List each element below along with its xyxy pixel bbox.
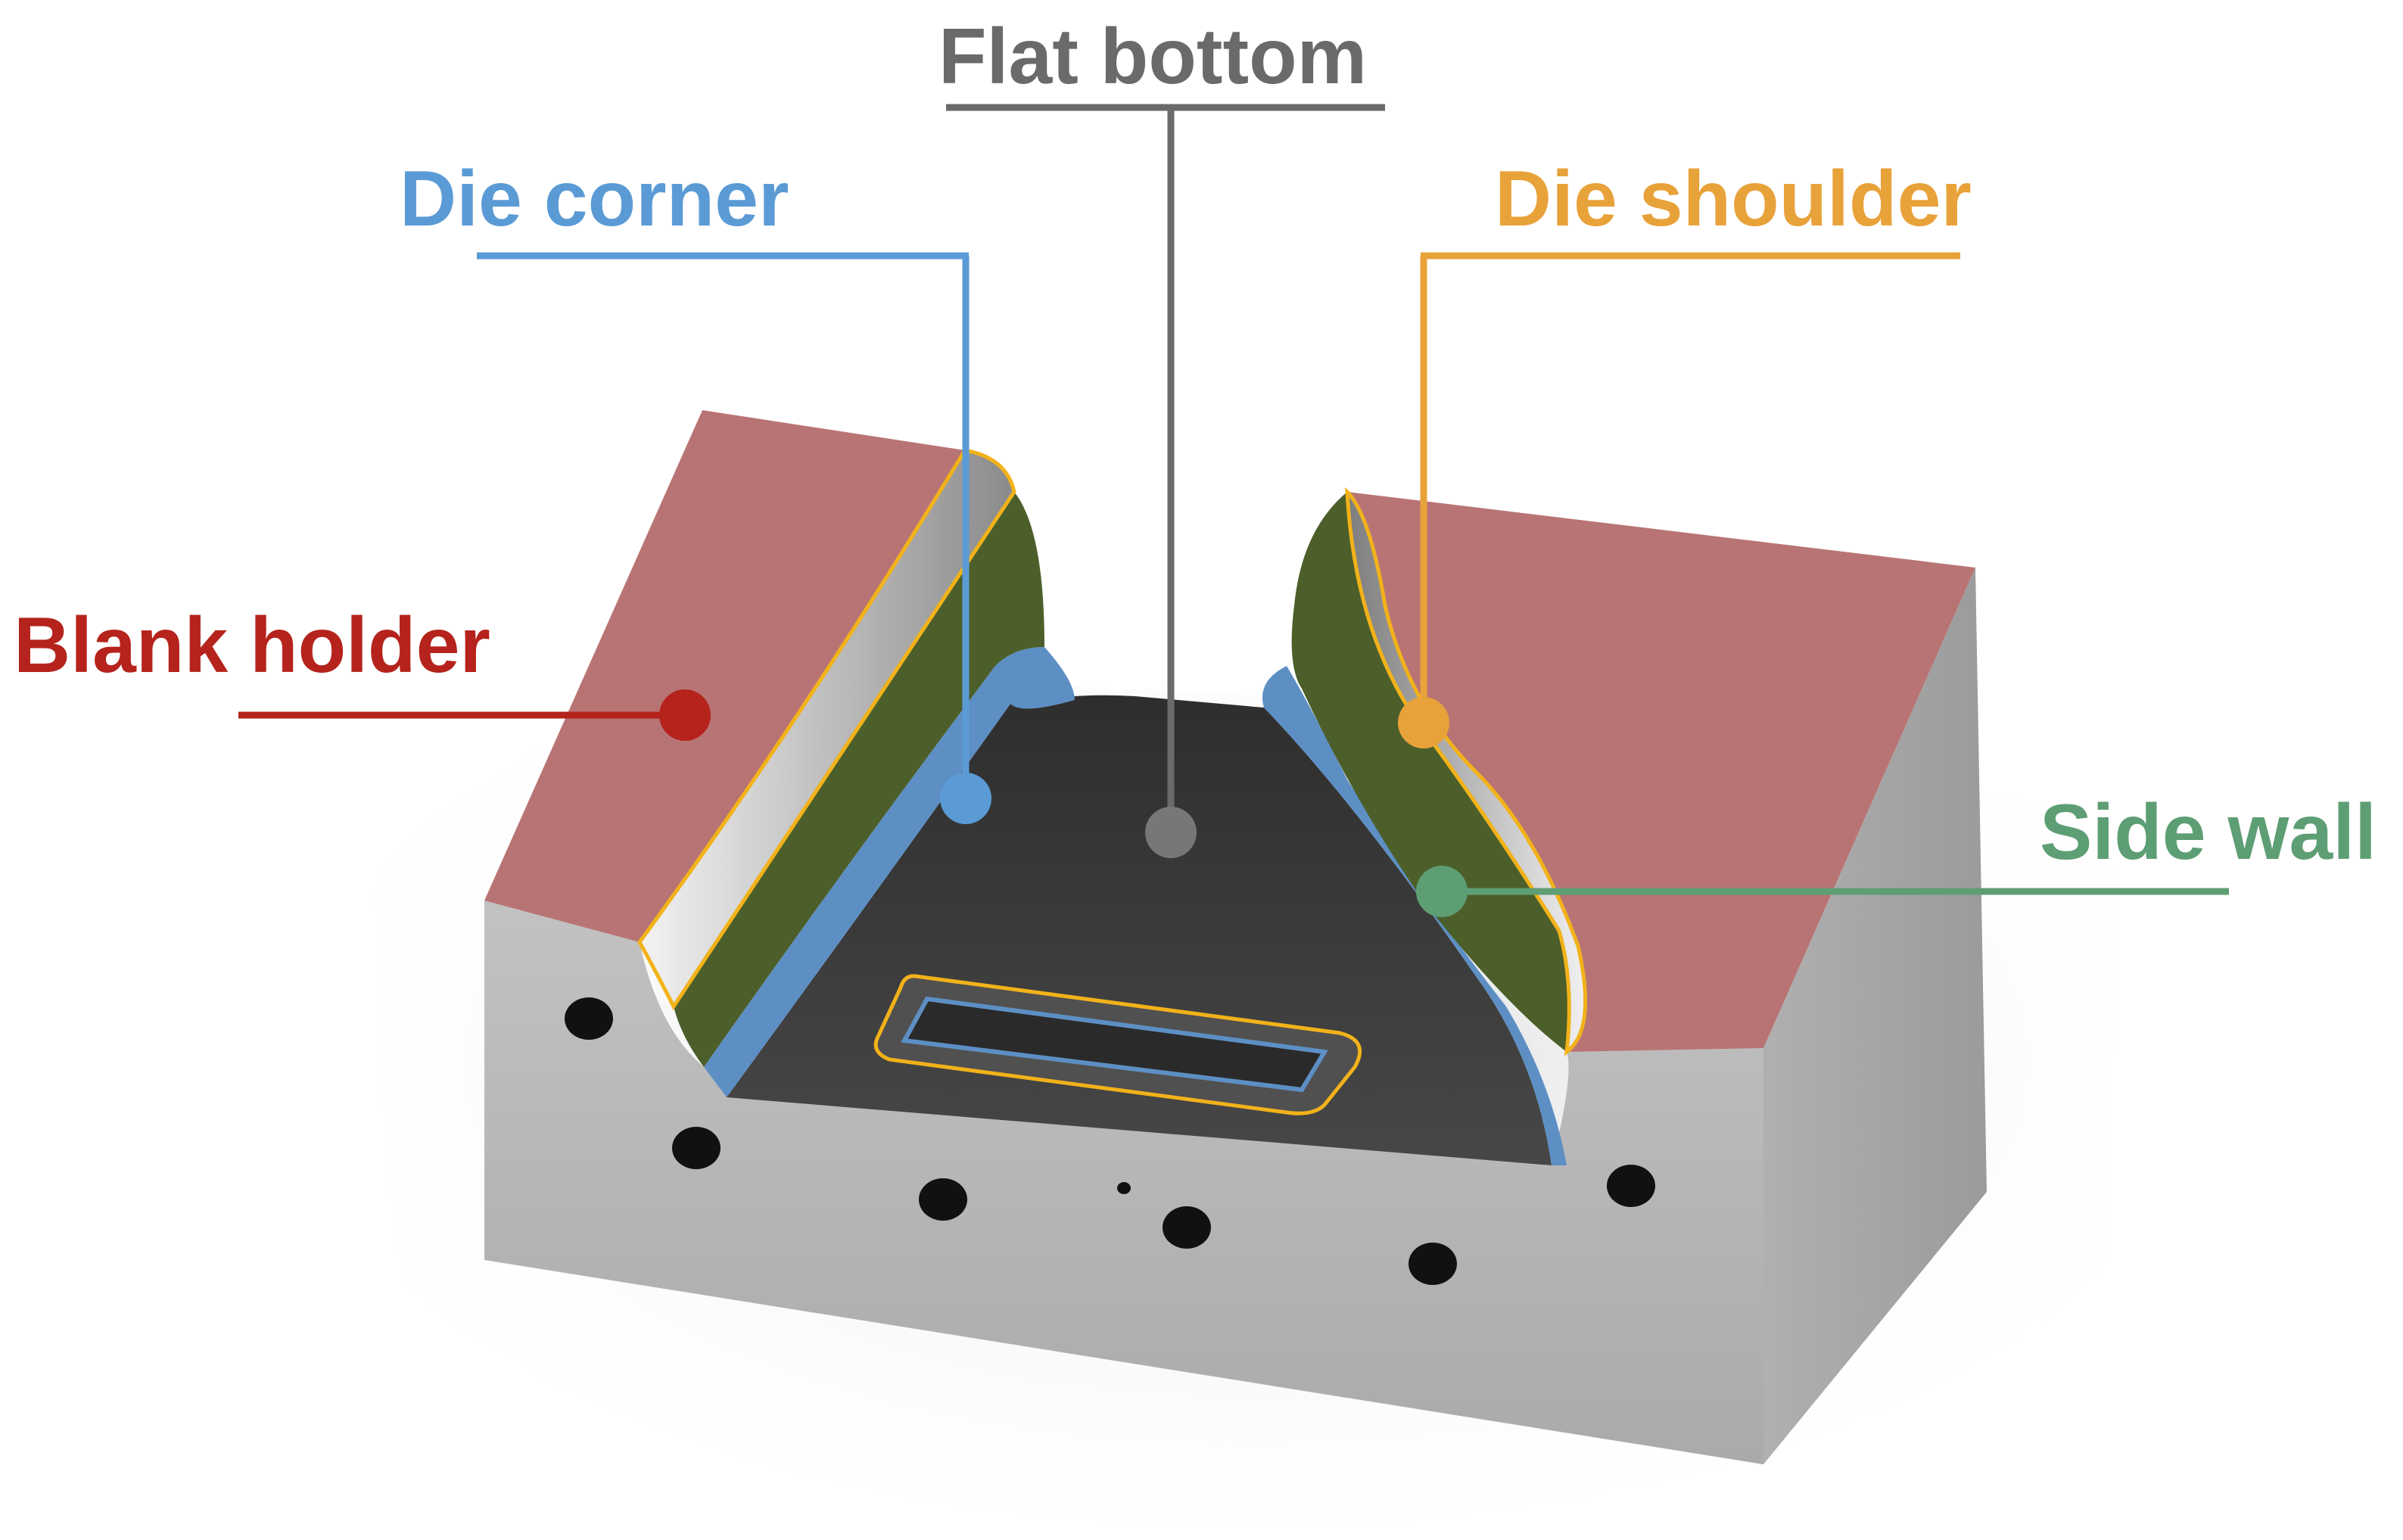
die-shoulder-label: Die shoulder [1495, 155, 1972, 243]
bottom-slot [873, 974, 1362, 1115]
mounting-hole [565, 997, 613, 1040]
mounting-hole [672, 1127, 721, 1169]
die-corner-label: Die corner [400, 155, 789, 243]
side-wall-label: Side wall [2040, 789, 2377, 876]
die-shoulder-marker [1398, 697, 1449, 748]
die-corner-left-surface [704, 647, 1075, 1097]
mounting-hole [1163, 1206, 1211, 1249]
blank-holder-label: Blank holder [14, 602, 490, 689]
mounting-hole [1117, 1182, 1131, 1194]
flat-bottom-label: Flat bottom [938, 13, 1367, 101]
side-wall-marker [1416, 866, 1468, 917]
mounting-hole [919, 1178, 967, 1221]
die-block [484, 410, 1987, 1464]
mounting-hole [1607, 1165, 1655, 1207]
side-wall-left-surface [674, 492, 1044, 1067]
side-wall-right-surface [1291, 492, 1570, 1052]
callout-die-shoulder: Die shoulder [1398, 155, 1972, 748]
die-corner-marker [940, 773, 991, 824]
die-shoulder-left-surface [637, 448, 1016, 1010]
block-right-face [1763, 568, 1987, 1464]
callout-die-corner: Die corner [400, 155, 991, 824]
callout-blank-holder: Blank holder [14, 602, 711, 741]
blank-holder-right-surface [1346, 492, 1975, 1052]
blank-holder-marker [659, 689, 711, 741]
mounting-holes [565, 997, 1655, 1285]
mounting-hole [1408, 1243, 1457, 1285]
callout-side-wall: Side wall [1416, 789, 2377, 917]
callout-flat-bottom: Flat bottom [938, 13, 1385, 858]
blank-holder-left-surface [484, 410, 965, 942]
die-corner-right-surface [1262, 666, 1567, 1165]
flat-bottom-marker [1145, 807, 1197, 858]
